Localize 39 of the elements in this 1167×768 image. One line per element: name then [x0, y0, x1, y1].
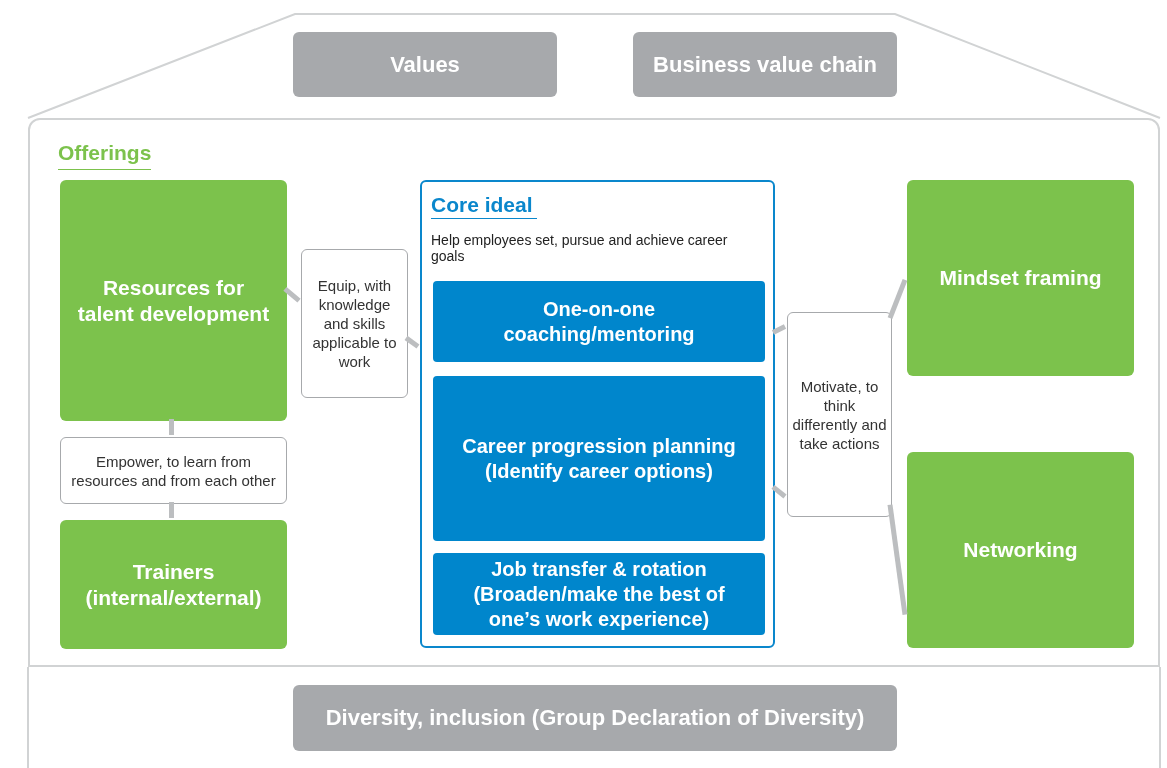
note-box	[787, 312, 892, 517]
program-box	[433, 281, 765, 362]
note-box	[60, 437, 287, 504]
box-label: One-on-one coaching/mentoring	[502, 296, 696, 347]
connector-line	[771, 484, 787, 499]
note-text: Equip, with knowledge and skills applicable to work	[311, 276, 398, 371]
section-heading: Core ideal	[431, 192, 537, 219]
box-label: Networking	[963, 537, 1078, 563]
box-label: Trainers (internal/external)	[84, 558, 263, 611]
offering-box	[60, 180, 287, 421]
note-text: Motivate, to think differently and take actions	[792, 376, 887, 453]
note-box	[301, 249, 408, 398]
note-text: Empower, to learn from resources and from each other	[70, 451, 277, 490]
connector-line	[771, 324, 787, 335]
box-label: Diversity, inclusion (Group Declaration of Diversity)	[325, 705, 865, 731]
offering-box	[60, 520, 287, 649]
offerings-panel	[28, 118, 1160, 667]
box-label: Resources for talent development	[76, 274, 271, 327]
connector-line	[169, 502, 174, 518]
box-label: Job transfer & rotation (Broaden/make the best of one’s work experience)	[472, 556, 726, 632]
core-ideal-panel	[420, 180, 775, 648]
section-heading: Offerings	[58, 137, 152, 170]
connector-line	[404, 335, 420, 349]
category-box	[293, 32, 557, 97]
offering-box	[907, 180, 1134, 376]
connector-line	[887, 279, 908, 320]
box-label: Career progression planning (Identify career options)	[461, 433, 737, 484]
program-box	[433, 553, 765, 635]
description-text: Help employees set, pursue and achieve career goals	[431, 232, 729, 264]
connector-line	[283, 286, 301, 303]
box-label: Mindset framing	[939, 265, 1102, 291]
connector-line	[169, 419, 174, 435]
offering-box	[907, 452, 1134, 648]
program-box	[433, 376, 765, 541]
connector-line	[887, 504, 908, 615]
category-box	[293, 685, 897, 751]
box-label: Business value chain	[653, 51, 877, 78]
box-label: Values	[390, 51, 460, 78]
category-box	[633, 32, 897, 97]
